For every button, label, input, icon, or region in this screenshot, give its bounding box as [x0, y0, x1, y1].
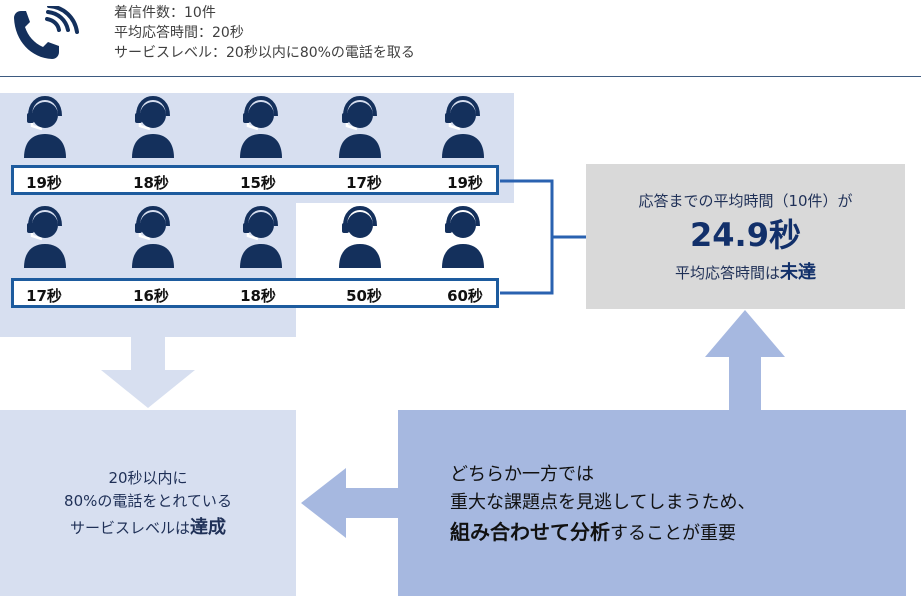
- left-arrow: [301, 468, 398, 538]
- average-time-verdict-prefix: 平均応答時間は: [674, 264, 780, 282]
- down-arrow: [101, 337, 195, 408]
- agent-headset-icon: [238, 96, 284, 158]
- agent-headset-icon: [337, 96, 383, 158]
- header-divider: [0, 76, 921, 77]
- response-time: 19秒: [26, 174, 62, 192]
- agent-headset-icon: [440, 206, 486, 268]
- agent-headset-icon: [22, 206, 68, 268]
- agent-headset-icon: [130, 96, 176, 158]
- response-time: 18秒: [133, 174, 169, 192]
- agent-headset-icon: [238, 206, 284, 268]
- service-level-verdict-prefix: サービスレベルは: [69, 519, 190, 537]
- header-average-response-time: 平均応答時間：20秒: [114, 25, 244, 41]
- agent-headset-icon: [22, 96, 68, 158]
- conclusion-line-1: どちらか一方では: [450, 464, 594, 485]
- service-level-verdict: サービスレベルは達成: [0, 513, 296, 539]
- conclusion-emphasis: 組み合わせて分析: [450, 520, 610, 544]
- service-level-verdict-emphasis: 達成: [190, 517, 226, 538]
- response-time: 18秒: [240, 287, 276, 305]
- average-time-value: 24.9秒: [690, 216, 801, 254]
- service-level-result-box: 20秒以内に 80%の電話をとれている サービスレベルは達成: [0, 410, 296, 596]
- response-time: 17秒: [26, 287, 62, 305]
- average-time-result-box: 応答までの平均時間（10件）が 24.9秒 平均応答時間は未達: [586, 164, 905, 309]
- conclusion-box: どちらか一方では 重大な課題点を見逃してしまうため、 組み合わせて分析することが…: [398, 410, 906, 596]
- response-time: 50秒: [346, 287, 382, 305]
- service-level-line-1: 20秒以内に: [108, 469, 188, 487]
- average-time-verdict: 平均応答時間は未達: [586, 258, 905, 284]
- response-time: 60秒: [447, 287, 483, 305]
- conclusion-line-2: 重大な課題点を見逃してしまうため、: [450, 492, 756, 513]
- phone-ringing-icon: [14, 6, 79, 59]
- agent-headset-icon: [130, 206, 176, 268]
- response-time: 17秒: [346, 174, 382, 192]
- response-time: 15秒: [240, 174, 276, 192]
- response-times-row-2: 17秒 16秒 18秒 50秒 60秒: [11, 278, 499, 308]
- agent-headset-icon: [440, 96, 486, 158]
- average-time-verdict-emphasis: 未達: [780, 262, 816, 283]
- response-time: 19秒: [447, 174, 483, 192]
- service-level-line-2: 80%の電話をとれている: [64, 492, 232, 510]
- connector-row-2: [500, 237, 554, 295]
- average-time-label: 応答までの平均時間（10件）が: [638, 192, 853, 210]
- conclusion-suffix: することが重要: [610, 523, 736, 544]
- up-arrow: [705, 310, 785, 410]
- agent-headset-icon: [337, 206, 383, 268]
- conclusion-line-3: 組み合わせて分析することが重要: [450, 516, 921, 545]
- response-time: 16秒: [133, 287, 169, 305]
- header-service-level: サービスレベル：20秒以内に80%の電話を取る: [114, 45, 415, 61]
- response-times-row-1: 19秒 18秒 15秒 17秒 19秒: [11, 165, 499, 195]
- header-incoming-calls: 着信件数：10件: [114, 5, 216, 21]
